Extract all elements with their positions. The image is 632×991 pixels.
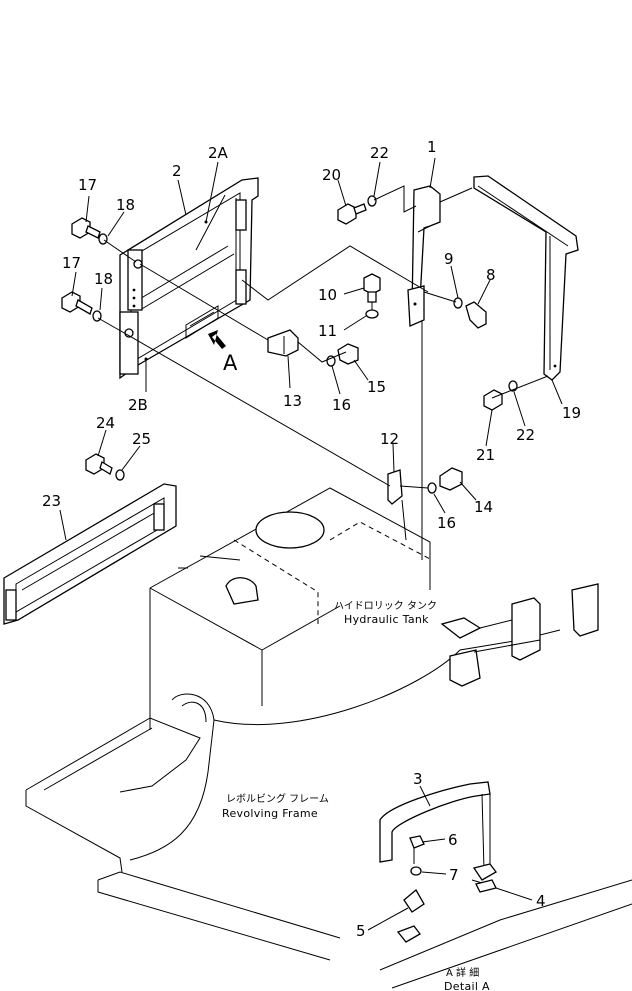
hydraulic-tank-label-en: Hydraulic Tank (344, 613, 429, 626)
text-labels: ハイドロリック タンク Hydraulic Tank レボルビング フレーム R… (222, 600, 490, 991)
callout-5: 5 (356, 922, 366, 940)
callout-10: 10 (318, 286, 337, 304)
callout-7: 7 (449, 866, 459, 884)
callout-17-lower: 17 (62, 254, 81, 272)
callout-21: 21 (476, 446, 495, 464)
assembly-lines (97, 185, 549, 560)
callout-9: 9 (444, 250, 454, 268)
callout-6: 6 (448, 831, 458, 849)
leader-lines (59, 157, 563, 931)
callout-16-upper: 16 (332, 396, 351, 414)
callout-19: 19 (562, 404, 581, 422)
callout-18-upper: 18 (116, 196, 135, 214)
callout-20: 20 (322, 166, 341, 184)
panel-23 (3, 483, 177, 625)
bracket-19 (473, 175, 579, 381)
cover-plate (119, 177, 259, 380)
callout-25: 25 (132, 430, 151, 448)
callout-16-lower: 16 (437, 514, 456, 532)
revolving-frame-label-jp: レボルビング フレーム (226, 792, 329, 805)
callout-24: 24 (96, 414, 115, 432)
bracket-13 (267, 329, 299, 357)
callout-2b: 2B (128, 396, 148, 414)
callout-23: 23 (42, 492, 61, 510)
callout-18-lower: 18 (94, 270, 113, 288)
callout-1: 1 (427, 138, 437, 156)
callout-2: 2 (172, 162, 182, 180)
callout-22-upper: 22 (370, 144, 389, 162)
callout-4: 4 (536, 892, 546, 910)
bracket-12 (387, 469, 403, 505)
bracket-1 (407, 185, 441, 327)
callout-15: 15 (367, 378, 386, 396)
detail-a-label-jp: A 詳 細 (446, 966, 479, 979)
hydraulic-tank (149, 487, 433, 730)
view-marker-label: A (223, 351, 238, 375)
callout-17-upper: 17 (78, 176, 97, 194)
callout-22-lower: 22 (516, 426, 535, 444)
callout-12: 12 (380, 430, 399, 448)
detail-a-label-en: Detail A (444, 980, 490, 991)
callout-2a: 2A (208, 144, 229, 162)
detail-a-assembly (379, 781, 497, 943)
callout-numbers: 1 2 2A 2B 3 4 5 6 7 8 9 10 11 12 13 14 1… (42, 138, 581, 940)
callout-14: 14 (474, 498, 493, 516)
callout-8: 8 (486, 266, 496, 284)
view-arrow-a: A (208, 330, 238, 375)
revolving-frame (25, 583, 632, 989)
callout-11: 11 (318, 322, 337, 340)
hydraulic-tank-label-jp: ハイドロリック タンク (334, 600, 437, 612)
revolving-frame-label-en: Revolving Frame (222, 807, 318, 820)
hardware (61, 195, 518, 494)
callout-3: 3 (413, 770, 423, 788)
callout-13: 13 (283, 392, 302, 410)
